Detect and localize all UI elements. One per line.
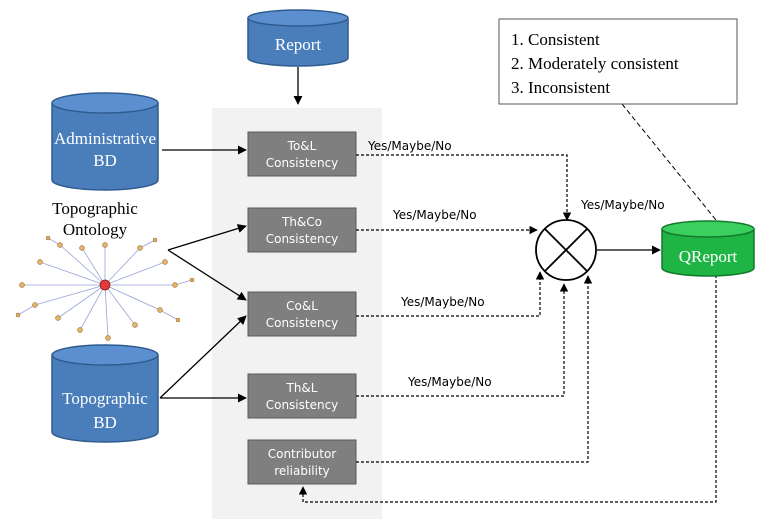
legend-leader-line bbox=[621, 103, 717, 221]
tol-label-1: To&L bbox=[287, 139, 317, 153]
ontology-graph-image bbox=[17, 237, 193, 339]
aggregation-operator bbox=[535, 219, 597, 281]
contrib-label-1: Contributor bbox=[268, 447, 337, 461]
legend-item-2: 2. Moderately consistent bbox=[511, 54, 679, 73]
edge-label-col: Yes/Maybe/No bbox=[400, 295, 485, 309]
tol-consistency-box: To&L Consistency bbox=[247, 131, 357, 177]
ontology-graph-center bbox=[99, 279, 111, 291]
topographic-bd-label-2: BD bbox=[93, 413, 117, 432]
thl-consistency-box: Th&L Consistency bbox=[247, 373, 357, 419]
contributor-reliability-box: Contributor reliability bbox=[247, 439, 357, 485]
ontology-title-1: Topographic bbox=[52, 199, 138, 218]
legend-box: 1. Consistent 2. Moderately consistent 3… bbox=[498, 18, 738, 105]
contrib-label-2: reliability bbox=[274, 464, 330, 478]
thco-label-2: Consistency bbox=[266, 232, 339, 246]
thco-consistency-box: Th&Co Consistency bbox=[247, 207, 357, 253]
input-arrows bbox=[159, 67, 303, 403]
legend-item-3: 3. Inconsistent bbox=[511, 78, 610, 97]
qreport-label: QReport bbox=[679, 247, 738, 266]
administrative-bd-label-1: Administrative bbox=[54, 129, 156, 148]
edge-label-tol: Yes/Maybe/No bbox=[367, 139, 452, 153]
topographic-bd-label-1: Topographic bbox=[62, 389, 148, 408]
thl-label-1: Th&L bbox=[286, 381, 318, 395]
administrative-bd-cylinder: Administrative BD bbox=[51, 92, 159, 191]
col-consistency-box: Co&L Consistency bbox=[247, 291, 357, 337]
administrative-bd-label-2: BD bbox=[93, 151, 117, 170]
col-label-1: Co&L bbox=[286, 299, 318, 313]
ontology-title-2: Ontology bbox=[63, 220, 128, 239]
edge-label-thl: Yes/Maybe/No bbox=[407, 375, 492, 389]
col-label-2: Consistency bbox=[266, 316, 339, 330]
qreport-cylinder: QReport bbox=[661, 220, 755, 277]
report-label: Report bbox=[275, 35, 322, 54]
output-arrows bbox=[298, 154, 717, 503]
ontology-graph-nodes bbox=[15, 235, 195, 341]
legend-item-1: 1. Consistent bbox=[511, 30, 600, 49]
topographic-bd-cylinder: Topographic BD bbox=[51, 344, 159, 443]
report-cylinder: Report bbox=[247, 9, 349, 67]
edge-label-thco: Yes/Maybe/No bbox=[392, 208, 477, 222]
edge-label-output: Yes/Maybe/No bbox=[580, 198, 665, 212]
thco-label-1: Th&Co bbox=[281, 215, 322, 229]
thl-label-2: Consistency bbox=[266, 398, 339, 412]
tol-label-2: Consistency bbox=[266, 156, 339, 170]
